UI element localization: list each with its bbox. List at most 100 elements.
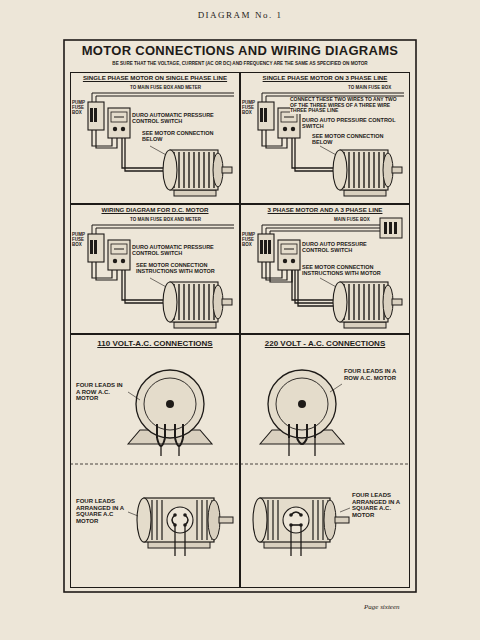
line-wire — [288, 438, 289, 456]
switch-terminal — [283, 259, 287, 263]
leader-line — [330, 384, 342, 392]
motor-end-bell — [163, 150, 177, 190]
cooling-rib — [322, 500, 323, 540]
fuse — [94, 240, 97, 254]
cooling-rib — [183, 284, 184, 320]
cooling-rib — [373, 152, 374, 188]
electric-motor — [163, 150, 232, 196]
lead-jumper — [175, 438, 183, 446]
motor-lead — [306, 424, 308, 438]
cooling-rib — [193, 152, 194, 188]
motor-housing — [268, 370, 336, 438]
switch-to-motor-wire — [122, 270, 164, 300]
cooling-rib — [348, 284, 349, 320]
lead-jumper — [185, 515, 188, 525]
part-label: DURO AUTOMATIC PRESSURE CONTROL SWITCH — [132, 244, 232, 256]
line-wire — [178, 446, 179, 456]
cooling-rib — [151, 500, 152, 540]
supply-wire — [96, 96, 234, 102]
part-label: DURO AUTOMATIC PRESSURE CONTROL SWITCH — [132, 112, 232, 124]
cooling-rib — [161, 500, 162, 540]
switch-contacts — [281, 244, 297, 254]
pump-fuse-box — [88, 234, 104, 262]
part-label: PUMP FUSE BOX — [72, 100, 87, 115]
pressure-switch — [108, 240, 130, 270]
supply-wire — [92, 93, 234, 102]
cooling-rib — [373, 284, 374, 320]
motor-end-bell — [253, 498, 267, 542]
leader-line — [128, 512, 138, 516]
main-fuse-box — [380, 218, 402, 238]
cooling-rib — [193, 284, 194, 320]
motor-lead — [164, 424, 166, 438]
motor-base — [174, 322, 216, 328]
part-label: SEE MOTOR CONNECTION BELOW — [142, 130, 234, 142]
leader-line — [128, 392, 140, 400]
panel-title: SINGLE PHASE MOTOR ON 3 PHASE LINE — [241, 75, 409, 82]
cooling-rib — [156, 500, 157, 540]
part-label: PUMP FUSE BOX — [72, 232, 87, 247]
electric-motor — [333, 150, 402, 196]
lead-jumper — [291, 512, 301, 515]
supply-wire — [92, 225, 234, 234]
cooling-rib — [363, 152, 364, 188]
motor-shaft — [335, 517, 349, 523]
panel-title: 3 PHASE MOTOR AND A 3 PHASE LINE — [241, 207, 409, 214]
switch-terminal — [113, 259, 117, 263]
part-label: TO MAIN FUSE BOX — [348, 85, 406, 90]
switch-contacts — [111, 244, 127, 254]
part-label: PUMP FUSE BOX — [242, 100, 257, 115]
part-label: DURO AUTO PRESSURE CONTROL SWITCH — [302, 117, 402, 129]
fuse — [90, 108, 93, 122]
motor-lead — [174, 424, 176, 438]
panel-title: SINGLE PHASE MOTOR ON SINGLE PHASE LINE — [71, 75, 239, 82]
part-label: PUMP FUSE BOX — [242, 232, 257, 247]
switch-terminal — [283, 127, 287, 131]
pump-fuse-box — [258, 102, 274, 130]
line-wire — [314, 438, 315, 456]
cooling-rib — [277, 500, 278, 540]
cooling-rib — [368, 152, 369, 188]
cooling-rib — [178, 284, 179, 320]
motor-end-view — [128, 370, 212, 456]
fuse — [260, 108, 263, 122]
switch-lever — [114, 249, 124, 250]
terminal-plate — [283, 507, 309, 533]
motor-base — [344, 190, 386, 196]
fuse — [94, 108, 97, 122]
motor-shaft — [219, 517, 233, 523]
outer-frame — [64, 40, 416, 592]
switch-lever — [284, 117, 294, 118]
cooling-rib — [358, 284, 359, 320]
cooling-rib — [363, 284, 364, 320]
lead-jumper — [157, 438, 165, 446]
line-wire — [300, 525, 301, 556]
diagram-panel: 110 VOLT-A.C. CONNECTIONS — [70, 334, 240, 588]
motor-end-bell — [137, 498, 151, 542]
cooling-rib — [317, 500, 318, 540]
fuse — [384, 222, 387, 234]
motor-housing — [136, 370, 204, 438]
part-label: FOUR LEADS IN A ROW A.C. MOTOR — [344, 368, 404, 381]
page-heading: DIAGRAM No. 1 — [150, 10, 330, 20]
part-label: SEE MOTOR CONNECTION BELOW — [312, 133, 404, 145]
cooling-rib — [206, 500, 207, 540]
pump-fuse-box — [88, 102, 104, 130]
motor-lead — [296, 424, 298, 438]
cooling-rib — [178, 152, 179, 188]
cooling-rib — [188, 284, 189, 320]
part-label: SEE MOTOR CONNECTION INSTRUCTIONS WITH M… — [302, 264, 400, 276]
terminal-plate — [167, 507, 193, 533]
lead-jumper — [297, 438, 307, 444]
pump-fuse-box — [258, 234, 274, 262]
switch-to-motor-wire — [122, 138, 164, 168]
cooling-rib — [203, 152, 204, 188]
cooling-rib — [312, 500, 313, 540]
cooling-rib — [272, 500, 273, 540]
cooling-rib — [198, 284, 199, 320]
motor-shaft — [166, 400, 174, 408]
panel-title: WIRING DIAGRAM FOR D.C. MOTOR — [71, 207, 239, 214]
switch-to-motor-wire — [125, 138, 164, 171]
cooling-rib — [368, 284, 369, 320]
